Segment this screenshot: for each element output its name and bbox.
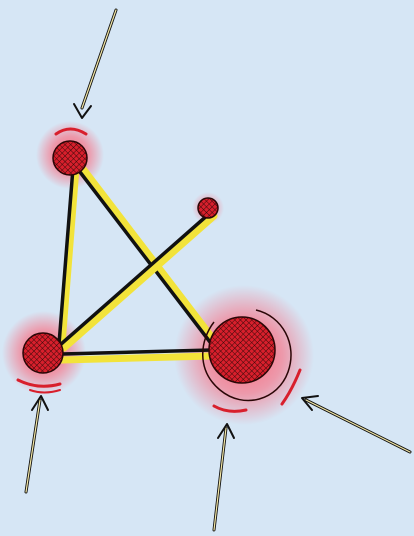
edge-top-bottom-left [59, 168, 76, 344]
arrow-bottom-center [214, 424, 234, 530]
right-small-node [198, 198, 218, 218]
bottom-right-node [209, 317, 275, 383]
arrow-top [74, 10, 116, 118]
arrow-bottom-left [26, 396, 48, 492]
bottom-left-node [23, 333, 63, 373]
arrow-bottom-right [302, 396, 410, 452]
top-node [53, 141, 87, 175]
